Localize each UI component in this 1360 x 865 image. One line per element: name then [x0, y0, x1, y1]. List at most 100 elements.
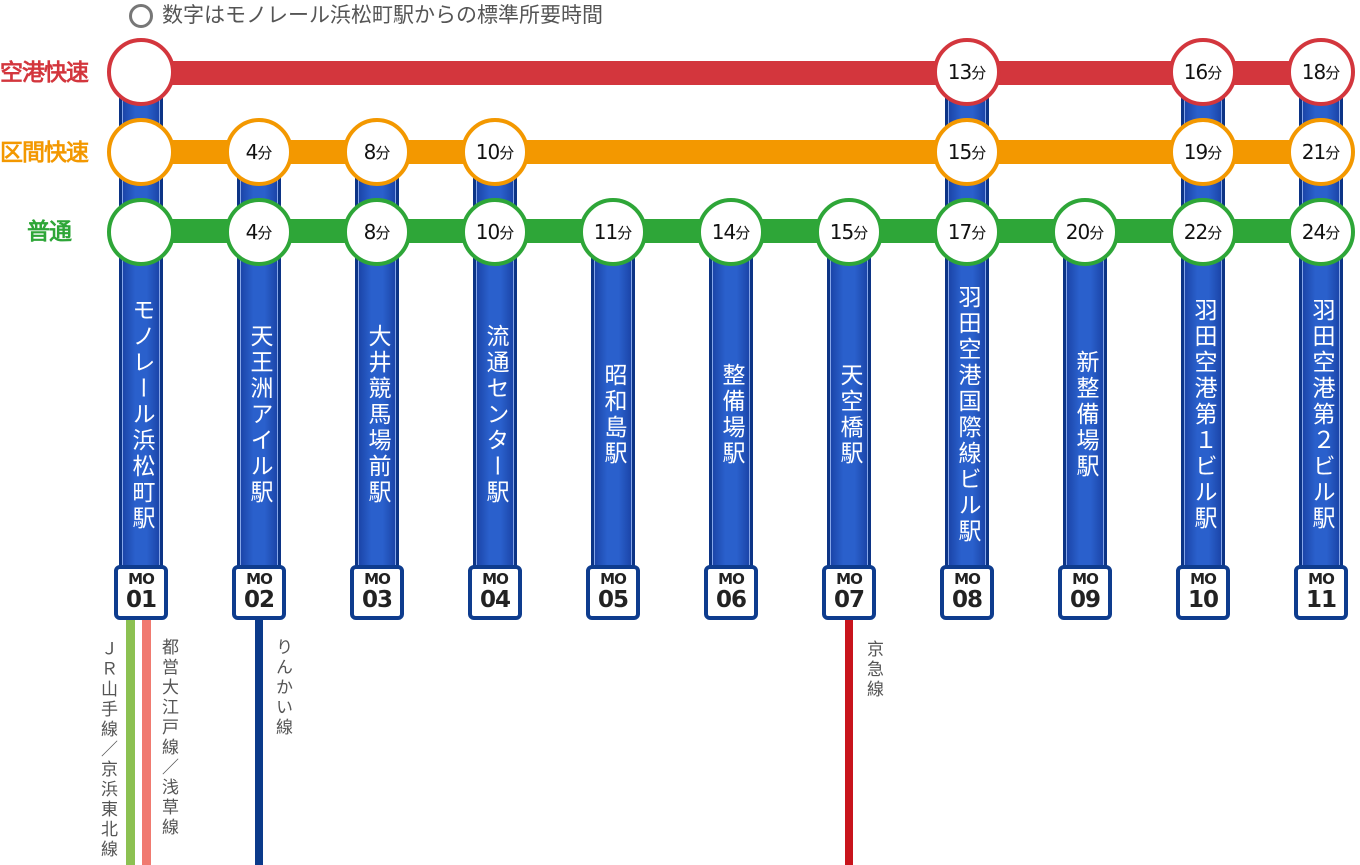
- time-unit: 分: [1089, 223, 1105, 242]
- station-name[interactable]: 羽田空港第２ビル駅: [1308, 298, 1334, 532]
- station-name[interactable]: 新整備場駅: [1072, 350, 1098, 480]
- station-code-badge: MO 11: [1294, 565, 1348, 620]
- station-code-badge: MO 06: [704, 565, 758, 620]
- station-pillar[interactable]: [1063, 232, 1107, 570]
- station-name[interactable]: 天空橋駅: [836, 363, 862, 467]
- station-code-prefix: MO: [482, 570, 509, 588]
- time-unit: 分: [499, 223, 515, 242]
- time-unit: 分: [971, 223, 987, 242]
- station-pillar[interactable]: [709, 232, 753, 570]
- time-value: 20: [1065, 220, 1090, 244]
- time-value: 15: [829, 220, 854, 244]
- station-code-badge: MO 05: [586, 565, 640, 620]
- transfer-label-toei: 都営大江戸線／浅草線: [158, 638, 178, 838]
- time-value: 11: [593, 220, 618, 244]
- time-unit: 分: [375, 223, 391, 242]
- time-value: 4: [245, 220, 259, 244]
- station-code-prefix: MO: [1072, 570, 1099, 588]
- time-unit: 分: [257, 143, 273, 162]
- time-value: 13: [947, 60, 972, 84]
- time-value: 8: [363, 220, 377, 244]
- station-code-number: 06: [715, 587, 747, 613]
- station-code-badge: MO 01: [114, 565, 168, 620]
- time-value: 16: [1183, 60, 1208, 84]
- stop-circle-local-mo01: [107, 198, 175, 266]
- station-code-number: 02: [243, 587, 275, 613]
- station-code-prefix: MO: [718, 570, 745, 588]
- stop-circle-airport-rapid-mo01: [107, 38, 175, 106]
- transfer-label-keikyu: 京急線: [863, 640, 883, 700]
- transfer-label-rinkai: りんかい線: [272, 638, 292, 738]
- time-unit: 分: [375, 143, 391, 162]
- station-code-prefix: MO: [246, 570, 273, 588]
- time-unit: 分: [971, 143, 987, 162]
- station-code-prefix: MO: [600, 570, 627, 588]
- time-unit: 分: [971, 63, 987, 82]
- station-name[interactable]: 羽田空港国際線ビル駅: [954, 285, 980, 545]
- time-value: 22: [1183, 220, 1208, 244]
- time-unit: 分: [1325, 223, 1341, 242]
- time-unit: 分: [1325, 143, 1341, 162]
- transfer-line-toei: [142, 620, 151, 865]
- station-code-number: 03: [361, 587, 393, 613]
- station-code-number: 11: [1305, 587, 1337, 613]
- station-name[interactable]: 昭和島駅: [600, 363, 626, 467]
- station-code-prefix: MO: [836, 570, 863, 588]
- station-pillar[interactable]: [827, 232, 871, 570]
- section-rapid-line: [141, 140, 1321, 164]
- station-name[interactable]: 大井競馬場前駅: [364, 324, 390, 506]
- station-code-prefix: MO: [128, 570, 155, 588]
- station-name[interactable]: 天王洲アイル駅: [246, 324, 272, 506]
- station-code-number: 07: [833, 587, 865, 613]
- station-name[interactable]: 流通センター駅: [482, 324, 508, 506]
- legend-text: 数字はモノレール浜松町駅からの標準所要時間: [162, 3, 603, 27]
- legend-circle-icon: [129, 4, 153, 28]
- service-label-local: 普通: [27, 219, 72, 245]
- time-unit: 分: [257, 223, 273, 242]
- station-code-badge: MO 09: [1058, 565, 1112, 620]
- transfer-label-jr: ＪＲ山手線／京浜東北線: [97, 640, 117, 860]
- station-code-badge: MO 10: [1176, 565, 1230, 620]
- station-pillar[interactable]: [591, 232, 635, 570]
- service-label-airport-rapid: 空港快速: [0, 60, 89, 86]
- station-code-number: 04: [479, 587, 511, 613]
- time-unit: 分: [1325, 63, 1341, 82]
- time-value: 24: [1301, 220, 1326, 244]
- station-name[interactable]: 整備場駅: [718, 363, 744, 467]
- time-unit: 分: [735, 223, 751, 242]
- time-unit: 分: [617, 223, 633, 242]
- time-value: 14: [711, 220, 736, 244]
- transfer-line-rinkai: [255, 620, 263, 865]
- time-unit: 分: [499, 143, 515, 162]
- time-value: 4: [245, 140, 259, 164]
- stop-circle-section-rapid-mo01: [107, 118, 175, 186]
- transfer-line-jr: [126, 620, 135, 865]
- station-code-badge: MO 02: [232, 565, 286, 620]
- station-code-prefix: MO: [954, 570, 981, 588]
- time-value: 17: [947, 220, 972, 244]
- station-code-prefix: MO: [1308, 570, 1335, 588]
- station-name[interactable]: 羽田空港第１ビル駅: [1190, 298, 1216, 532]
- airport-rapid-line: [141, 61, 1321, 85]
- time-value: 19: [1183, 140, 1208, 164]
- station-code-badge: MO 07: [822, 565, 876, 620]
- station-code-badge: MO 03: [350, 565, 404, 620]
- time-unit: 分: [1207, 143, 1223, 162]
- station-name[interactable]: モノレール浜松町駅: [128, 298, 154, 532]
- station-code-number: 05: [597, 587, 629, 613]
